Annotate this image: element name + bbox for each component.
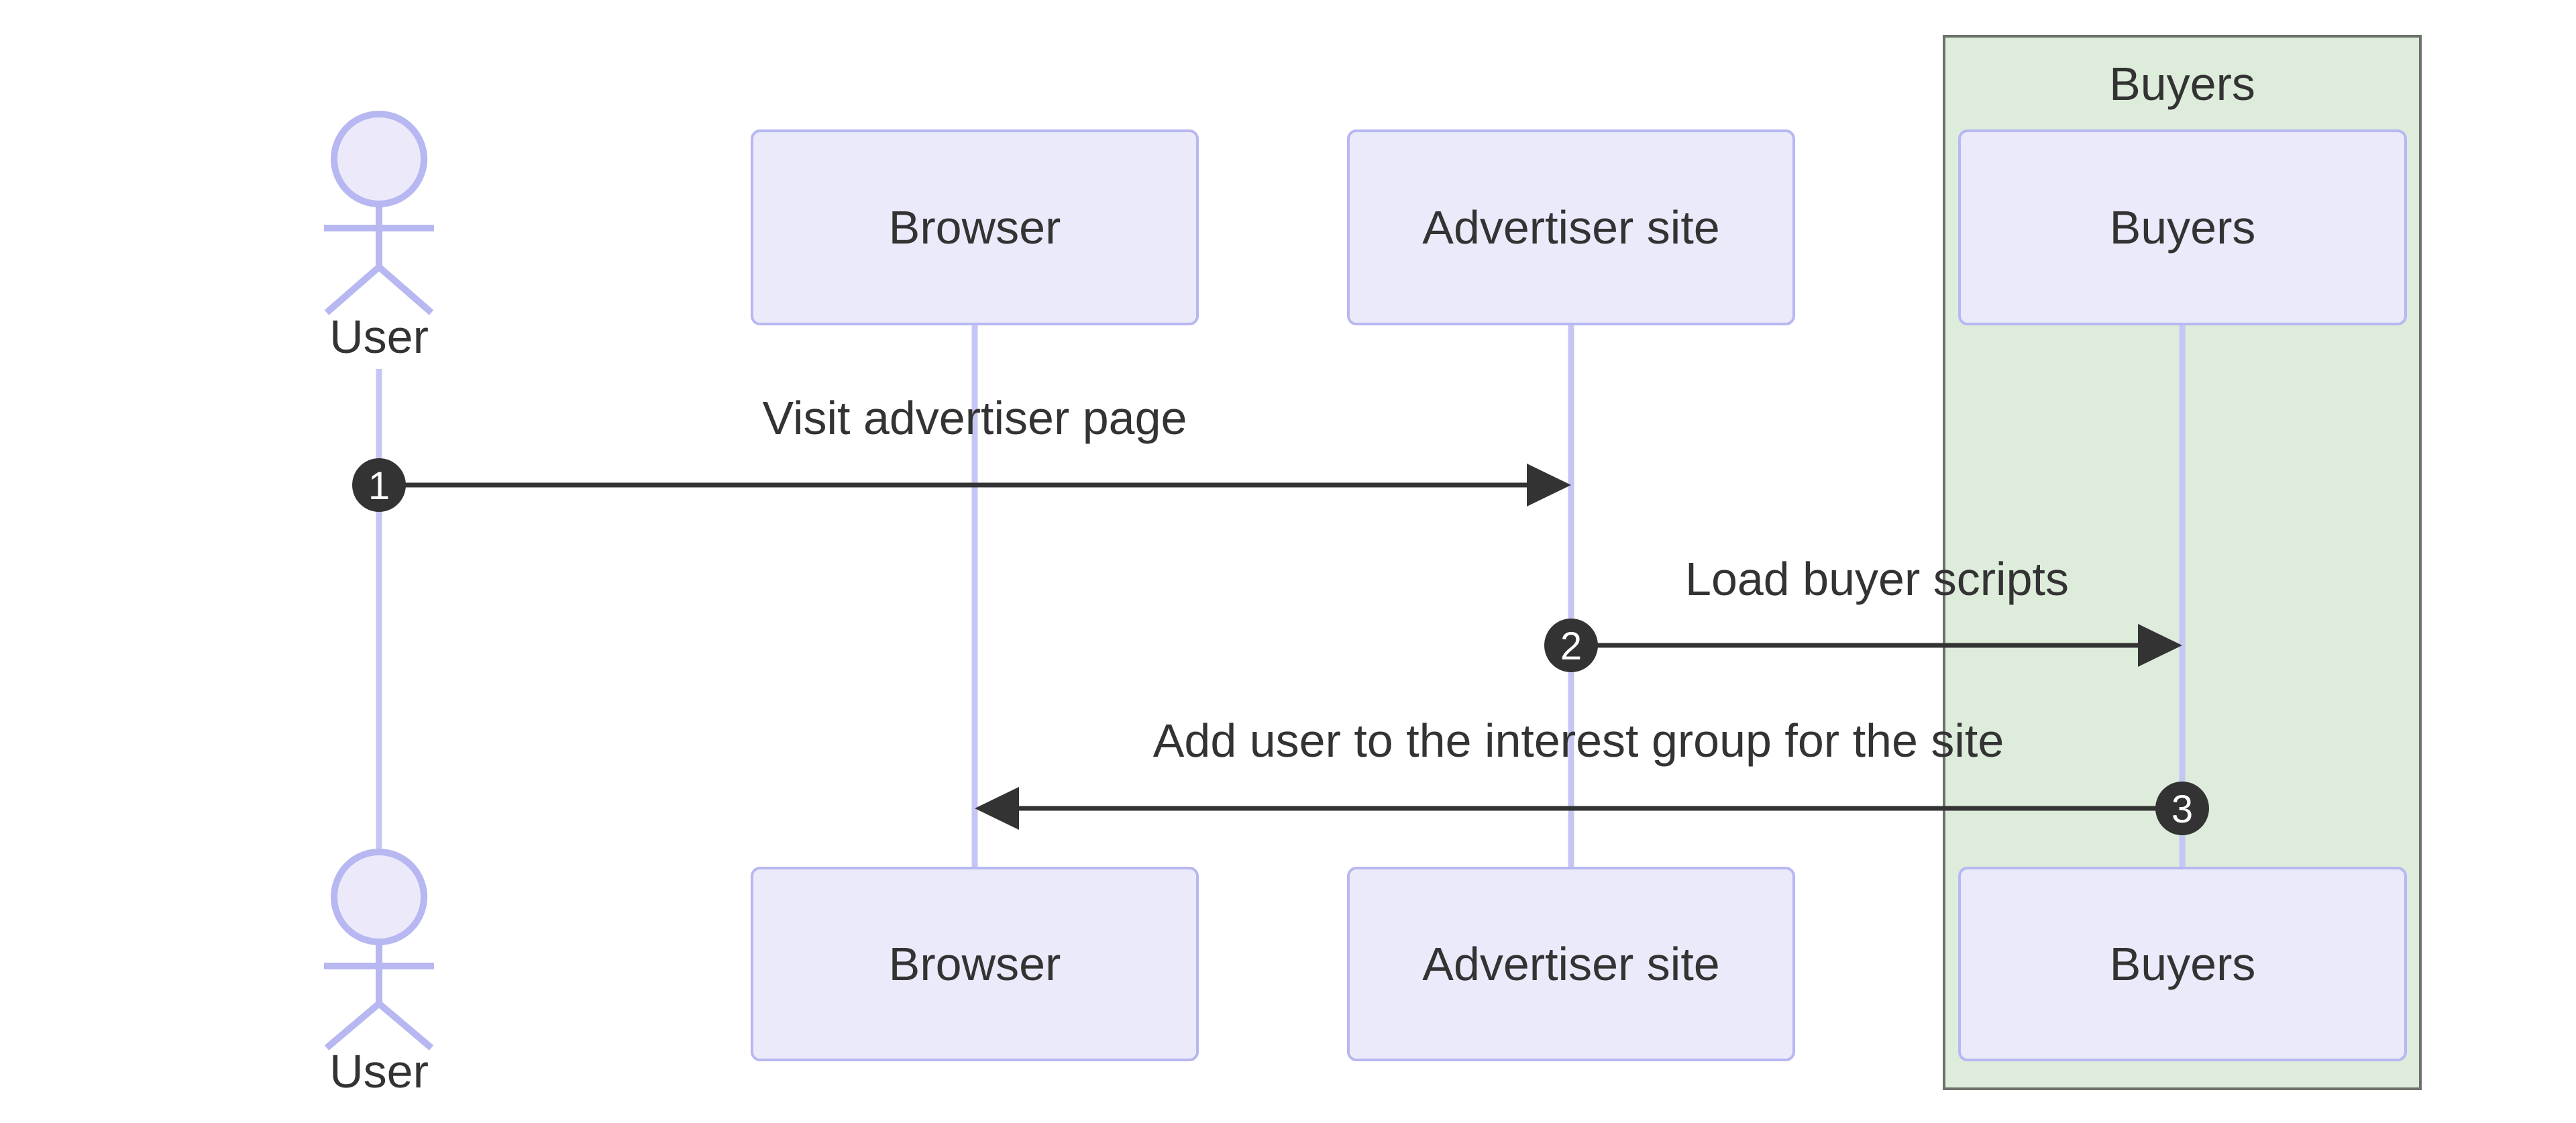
participant-label-browser-top: Browser — [888, 201, 1061, 254]
participant-box-browser-bottom: Browser — [751, 867, 1199, 1061]
message-arrowhead-3 — [975, 787, 1019, 830]
message-arrow-2 — [1571, 624, 2182, 667]
actor-head-bottom — [331, 849, 427, 945]
actor-legs-top — [324, 262, 434, 315]
message-label-2: Load buyer scripts — [1685, 553, 2069, 605]
participant-label-buyers-bottom: Buyers — [2109, 938, 2256, 990]
user-label-top: User — [329, 311, 429, 363]
sequence-number-2: 2 — [1560, 625, 1582, 668]
user-actor-figure-top — [324, 111, 434, 315]
participant-label-browser-bottom: Browser — [888, 938, 1061, 990]
message-arrowhead-2 — [2138, 624, 2182, 667]
message-label-3: Add user to the interest group for the s… — [1152, 714, 2004, 767]
sequence-number-badges: 1 2 3 — [352, 458, 2209, 835]
buyers-group-title: Buyers — [2109, 58, 2255, 110]
sequence-number-3: 3 — [2171, 788, 2193, 831]
message-label-1: Visit advertiser page — [762, 392, 1187, 444]
participant-box-advertiser-top: Advertiser site — [1347, 129, 1795, 325]
actor-head-top — [331, 111, 427, 207]
participant-box-advertiser-bottom: Advertiser site — [1347, 867, 1795, 1061]
sequence-number-1: 1 — [368, 464, 390, 508]
participant-label-advertiser-bottom: Advertiser site — [1422, 938, 1720, 990]
participant-label-advertiser-top: Advertiser site — [1422, 201, 1720, 254]
message-arrow-3 — [975, 787, 2182, 830]
user-actor-figure-bottom — [324, 849, 434, 1051]
participant-box-buyers-bottom: Buyers — [1958, 867, 2407, 1061]
sequence-number-badge-2 — [1544, 619, 1598, 672]
lifelines — [376, 325, 2186, 867]
sequence-number-badge-1 — [352, 458, 406, 512]
participant-box-browser-top: Browser — [751, 129, 1199, 325]
message-arrow-1 — [379, 464, 1571, 506]
sequence-number-badge-3 — [2155, 782, 2209, 835]
participant-box-buyers-top: Buyers — [1958, 129, 2407, 325]
actor-legs-bottom — [324, 999, 434, 1051]
message-arrowhead-1 — [1527, 464, 1571, 506]
user-label-bottom: User — [329, 1045, 429, 1098]
participant-label-buyers-top: Buyers — [2109, 201, 2256, 254]
